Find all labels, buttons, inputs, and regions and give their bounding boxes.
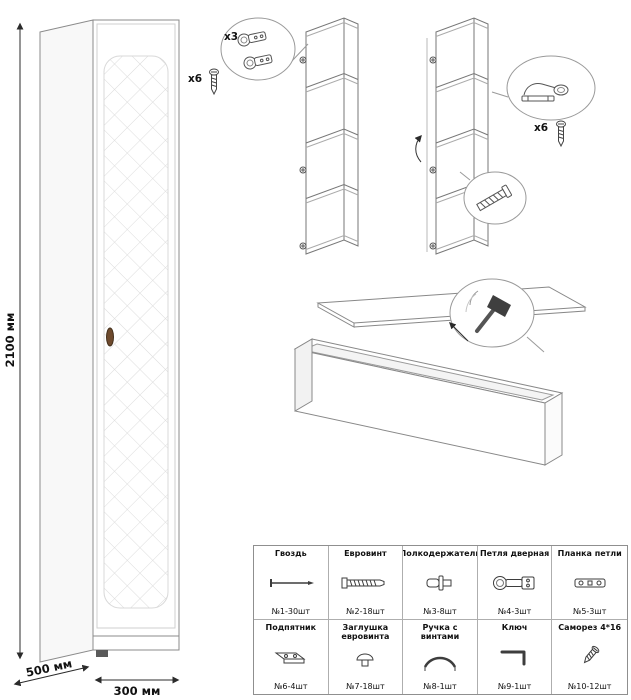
part-name: Евровинт — [344, 549, 387, 558]
part-qty: №6-4шт — [274, 682, 308, 691]
parts-cell-hex-key: Ключ №9-1шт — [478, 620, 553, 694]
part-qty: №10-12шт — [567, 682, 612, 691]
part-qty: №3-8шт — [423, 607, 457, 616]
screw-icon — [556, 120, 566, 147]
part-name: Ручка с винтами — [420, 623, 460, 642]
parts-cell-wood-screw: Саморез 4*16 №10-12шт — [552, 620, 627, 694]
part-name: Саморез 4*16 — [558, 623, 622, 632]
handle-icon — [423, 656, 457, 671]
confirmat-callout — [459, 171, 527, 225]
part-qty: №9-1шт — [497, 682, 532, 691]
parts-cell-door-hinge: Петля дверная №4-3шт — [477, 546, 553, 620]
screw-icon — [209, 68, 219, 95]
side-panel-assembly — [299, 17, 489, 255]
width-dimension-label: 300 мм — [113, 684, 161, 698]
part-name: Ключ — [501, 623, 528, 632]
parts-table: Гвоздь №1-30шт Евровинт №2-18шт Полкодер… — [253, 545, 628, 695]
part-qty: №2-18шт — [346, 607, 385, 616]
hammer-icon — [465, 290, 511, 333]
wardrobe-drawing — [39, 19, 180, 663]
shelf-unit-left — [305, 17, 359, 255]
hammer-callout — [449, 278, 545, 353]
part-qty: №1-30шт — [271, 607, 311, 616]
part-qty: №4-3шт — [497, 607, 532, 616]
part-name: Планка петли — [557, 549, 622, 558]
screw-icon — [299, 56, 307, 64]
part-qty: №8-1шт — [423, 682, 457, 691]
screw-count-top-label: x6 — [188, 73, 203, 85]
parts-cell-hinge-plate: Планка петли №5-3шт — [552, 546, 627, 620]
part-name: Петля дверная — [479, 549, 550, 558]
confirmat-screw-icon — [476, 184, 512, 212]
wood-screw-icon — [583, 646, 600, 664]
hinge-side-view-icon — [521, 83, 569, 102]
wardrobe-foot — [96, 650, 108, 657]
confirmat-screw-icon — [341, 577, 385, 589]
part-name: Полкодержатель — [403, 549, 478, 558]
part-name: Подпятник — [265, 623, 317, 632]
parts-cell-nail: Гвоздь №1-30шт — [254, 546, 329, 620]
curved-arrow — [414, 134, 422, 163]
screw-icon — [299, 166, 307, 174]
nailing-arrow — [449, 322, 469, 342]
part-qty: №5-3шт — [573, 607, 607, 616]
part-name: Заглушка евровинта — [341, 623, 390, 642]
screw-icon — [429, 56, 437, 64]
dimension-lines — [13, 22, 180, 687]
screw-cap-icon — [356, 653, 374, 667]
screw-icon — [429, 242, 437, 250]
part-name: Гвоздь — [274, 549, 307, 558]
hinge-mount-callout — [491, 55, 596, 147]
nail-icon — [269, 578, 314, 587]
screw-count-right-label: x6 — [534, 122, 549, 134]
hinge-count-label: x3 — [224, 31, 239, 43]
carcass-box — [293, 338, 564, 466]
parts-cell-glide: Подпятник №6-4шт — [254, 620, 329, 694]
door-handle — [106, 327, 114, 347]
door-quilt-pattern — [103, 55, 169, 609]
parts-cell-screw-cap: Заглушка евровинта №7-18шт — [329, 620, 404, 694]
hinge-callout — [220, 17, 309, 81]
part-qty: №7-18шт — [346, 682, 385, 691]
hinge-plate-icon — [574, 578, 606, 588]
parts-cell-shelf-pin: Полкодержатель №3-8шт — [403, 546, 478, 620]
furniture-glide-icon — [274, 652, 306, 664]
carcass-assembly — [293, 278, 587, 466]
parts-cell-handle: Ручка с винтами №8-1шт — [403, 620, 478, 694]
shelf-pin-icon — [426, 575, 452, 591]
depth-dimension-line — [13, 664, 90, 687]
door-hinge-icon — [492, 575, 535, 590]
hex-key-icon — [500, 650, 526, 666]
parts-cell-confirmat: Евровинт №2-18шт — [328, 546, 404, 620]
screw-icon — [429, 166, 437, 174]
screw-callout-top — [209, 68, 219, 95]
screw-icon — [299, 242, 307, 250]
height-dimension-label: 2100 мм — [3, 312, 17, 368]
